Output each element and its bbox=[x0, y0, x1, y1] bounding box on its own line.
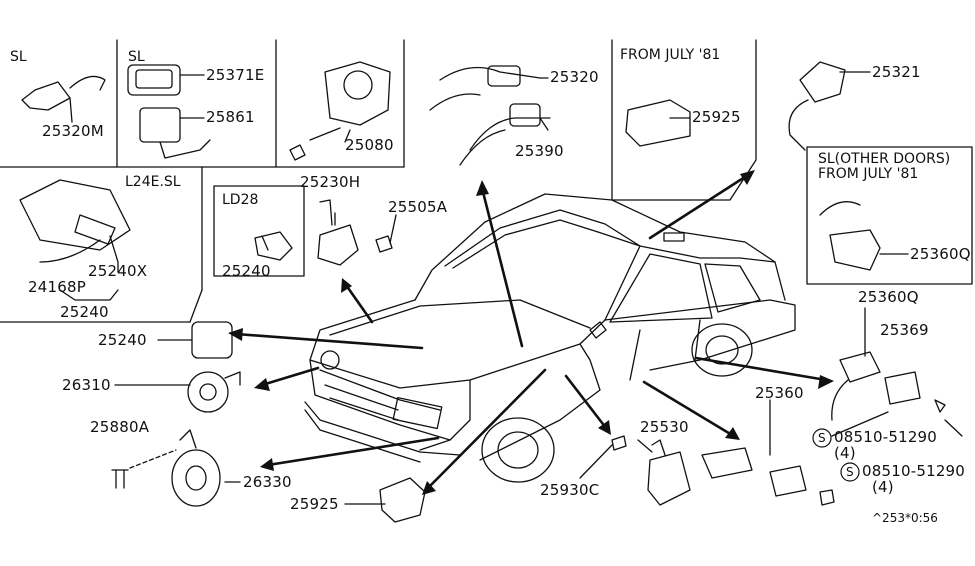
part-25321: 25321 bbox=[872, 63, 921, 81]
part-25320: 25320 bbox=[550, 68, 599, 86]
part-bolt-2: 08510-51290 bbox=[862, 462, 966, 480]
header-sl-mid: SL bbox=[128, 49, 145, 65]
header-sl-left: SL bbox=[10, 49, 27, 65]
part-25360: 25360 bbox=[755, 384, 804, 402]
part-25230H: 25230H bbox=[300, 173, 361, 191]
part-25240X: 25240X bbox=[88, 262, 148, 280]
part-24168P: 24168P bbox=[28, 278, 86, 296]
arrowheads bbox=[228, 170, 834, 495]
part-25240-ld28: 25240 bbox=[222, 262, 271, 280]
header-from-july: FROM JULY '81 bbox=[620, 47, 721, 63]
part-25880A: 25880A bbox=[90, 418, 150, 436]
part-25080: 25080 bbox=[345, 136, 394, 154]
part-25530: 25530 bbox=[640, 418, 689, 436]
part-bolt-2-qty: (4) bbox=[872, 478, 894, 496]
leader-lines bbox=[59, 71, 963, 505]
part-bolt-1-qty: (4) bbox=[834, 444, 856, 462]
header-engine-variant: L24E.SL bbox=[125, 174, 181, 190]
part-26310: 26310 bbox=[62, 376, 111, 394]
part-26330: 26330 bbox=[243, 473, 292, 491]
part-25390: 25390 bbox=[515, 142, 564, 160]
part-25925-top: 25925 bbox=[692, 108, 741, 126]
component-sketches bbox=[19, 61, 946, 523]
part-25360Q: 25360Q bbox=[858, 288, 919, 306]
part-25925-bottom: 25925 bbox=[290, 495, 339, 513]
part-25861: 25861 bbox=[206, 108, 255, 126]
callout-arrows bbox=[234, 173, 828, 490]
part-25240-mid: 25240 bbox=[98, 331, 147, 349]
section-frames bbox=[0, 39, 973, 323]
s-marks bbox=[812, 428, 860, 482]
part-25240-left: 25240 bbox=[60, 303, 109, 321]
part-25369: 25369 bbox=[880, 321, 929, 339]
part-25371E: 25371E bbox=[206, 66, 265, 84]
header-sl-other-doors-date: FROM JULY '81 bbox=[818, 166, 919, 182]
header-ld28: LD28 bbox=[222, 192, 259, 208]
s-mark-1: S bbox=[818, 431, 826, 445]
part-25320M: 25320M bbox=[42, 122, 104, 140]
s-mark-2: S bbox=[846, 465, 854, 479]
car-illustration bbox=[304, 193, 796, 483]
header-sl-other-doors: SL(OTHER DOORS) bbox=[818, 151, 951, 167]
part-bolt-1: 08510-51290 bbox=[834, 428, 938, 446]
part-25505A: 25505A bbox=[388, 198, 448, 216]
footer-code: ^253*0:56 bbox=[872, 511, 938, 525]
part-25930C: 25930C bbox=[540, 481, 600, 499]
part-25360Q-box: 25360Q bbox=[910, 245, 971, 263]
